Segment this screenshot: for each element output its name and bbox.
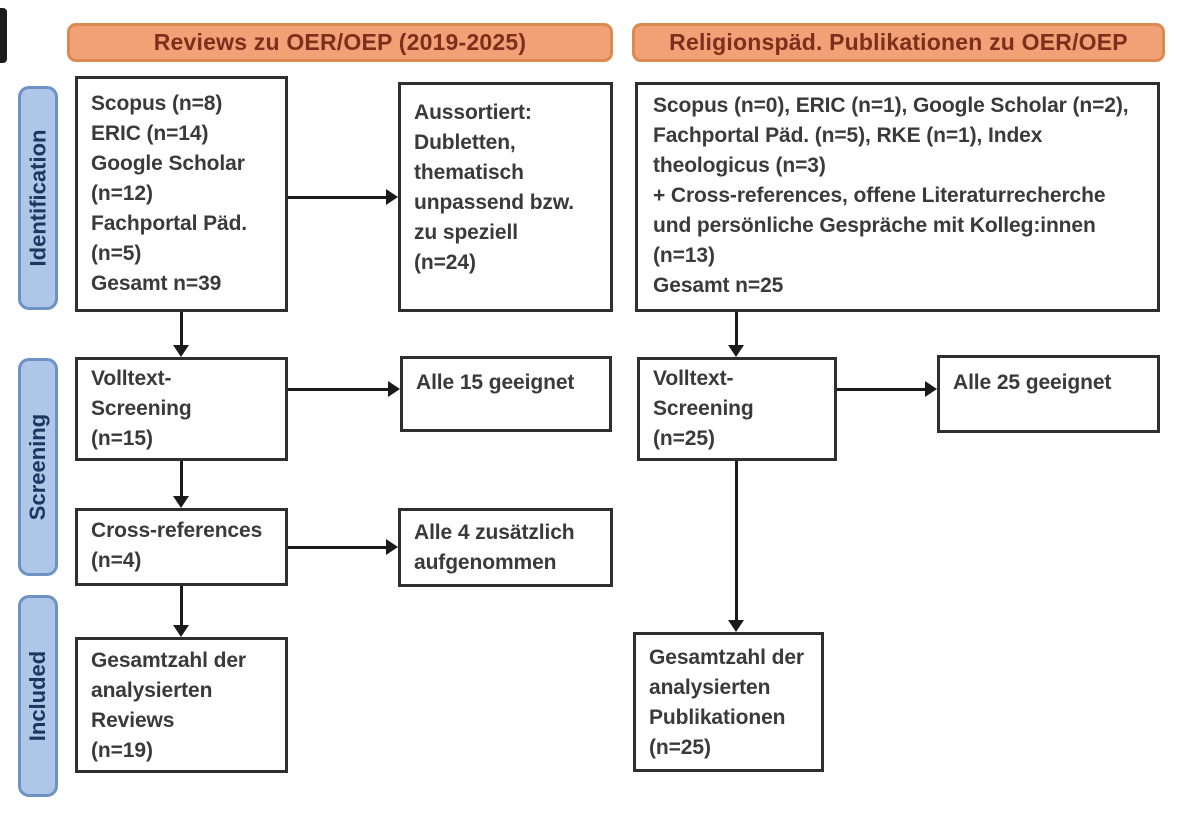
arrow-right-fulltext-to-included-icon [728,461,744,632]
arrow-left-fulltext-to-crossref-icon [173,461,189,508]
stage-label-screening-text: Screening [25,413,50,521]
box-right-sources: Scopus (n=0), ERIC (n=1), Google Scholar… [635,82,1160,312]
stage-label-screening: Screening [18,358,58,576]
stage-label-included: Included [18,595,58,797]
box-right-included-total: Gesamtzahl der analysierten Publikatione… [633,632,824,772]
box-right-fulltext-screening: Volltext- Screening (n=25) [637,357,837,461]
box-left-fulltext-result: Alle 15 geeignet [400,356,612,432]
box-left-fulltext-screening: Volltext- Screening (n=15) [75,357,288,461]
arrow-left-sources-to-excluded-icon [288,189,398,205]
box-left-cross-references: Cross-references (n=4) [75,508,288,586]
box-left-sources: Scopus (n=8) ERIC (n=14) Google Scholar … [75,76,288,312]
box-left-crossref-result: Alle 4 zusätzlich aufgenommen [398,508,613,587]
arrow-left-crossref-to-result-icon [288,539,398,555]
column-header-reviews: Reviews zu OER/OEP (2019-2025) [67,23,613,62]
arrow-right-sources-to-fulltext-icon [728,312,744,357]
box-left-excluded: Aussortiert: Dubletten, thematisch unpas… [398,82,613,312]
arrow-left-crossref-to-included-icon [173,586,189,637]
arrow-right-fulltext-to-result-icon [837,381,937,397]
stage-label-identification-text: Identification [25,129,51,267]
box-right-fulltext-result: Alle 25 geeignet [937,355,1160,433]
box-left-included-total: Gesamtzahl der analysierten Reviews (n=1… [75,637,288,773]
arrow-left-sources-to-fulltext-icon [173,312,189,357]
stage-label-identification: Identification [18,86,58,310]
column-header-religionspaed: Religionspäd. Publikationen zu OER/OEP [632,23,1165,62]
stage-label-included-text: Included [25,650,51,742]
arrow-left-fulltext-to-result-icon [288,381,400,397]
edge-artifact [0,8,7,63]
